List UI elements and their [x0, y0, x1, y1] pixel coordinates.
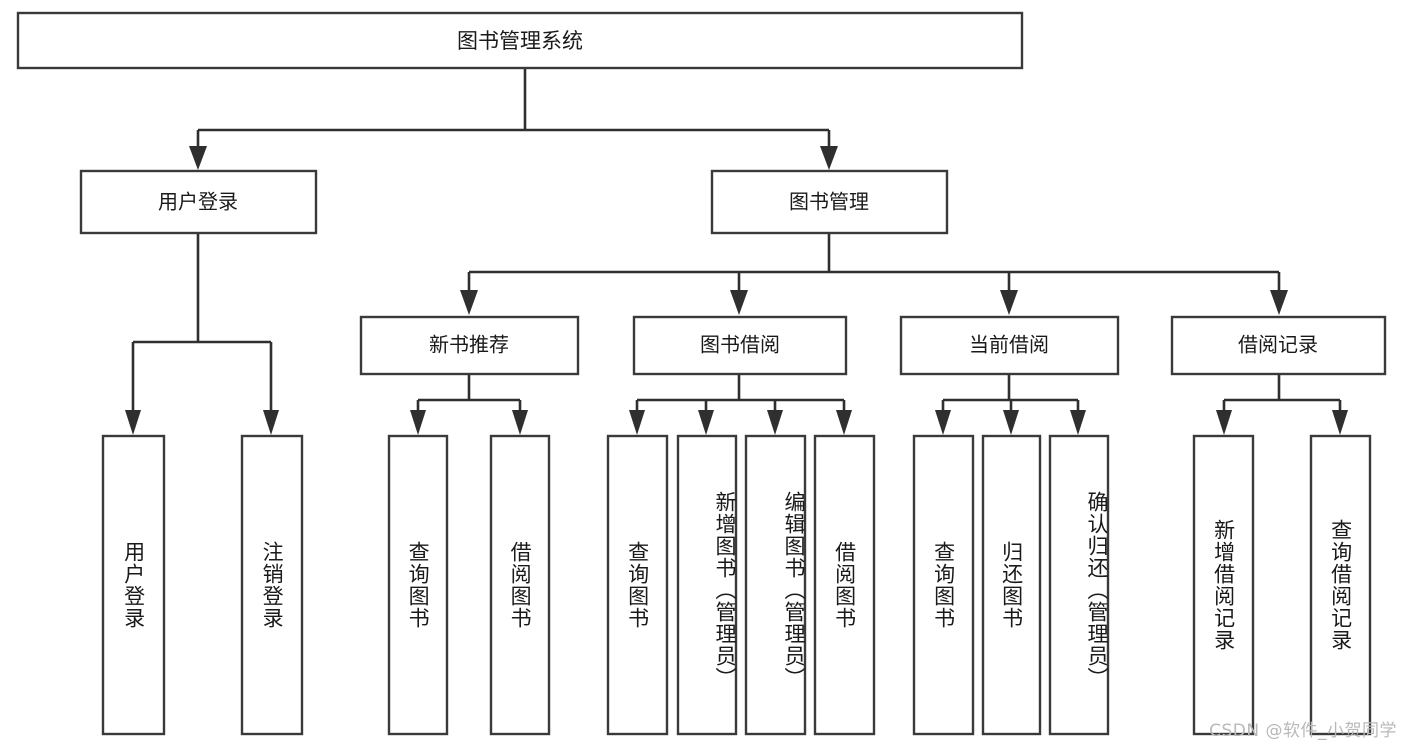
arrow-head-leaf-query-record: [1332, 410, 1348, 435]
node-current-borrow[interactable]: 当前借阅: [899, 315, 1120, 376]
node-leaf-user-login-box[interactable]: [101, 434, 166, 736]
node-leaf-borrow-book-1-box[interactable]: [489, 434, 551, 736]
arrow-head-leaf-user-login: [125, 410, 141, 435]
node-user-login[interactable]: 用户登录: [79, 169, 318, 235]
node-book-manage[interactable]: 图书管理: [710, 169, 949, 235]
arrow-head-current-borrow: [1000, 290, 1018, 315]
node-borrow-record-box[interactable]: [1170, 315, 1387, 376]
connector-group-user-login: [125, 233, 279, 435]
node-leaf-edit-book-box[interactable]: [744, 434, 807, 736]
arrow-head-leaf-return-book: [1003, 410, 1019, 435]
node-leaf-query-book-3-box[interactable]: [912, 434, 975, 736]
node-book-borrow-label: 图书借阅: [700, 333, 780, 357]
node-user-login-box[interactable]: [79, 169, 318, 235]
node-borrow-record[interactable]: 借阅记录: [1170, 315, 1387, 376]
arrow-head-book-manage: [820, 146, 838, 170]
connector-group-borrow-record: [1216, 374, 1348, 435]
node-leaf-query-record-box[interactable]: [1309, 434, 1372, 736]
arrow-head-book-borrow: [730, 290, 748, 315]
node-leaf-confirm-return-box[interactable]: [1048, 434, 1110, 736]
node-book-manage-box[interactable]: [710, 169, 949, 235]
node-leaf-query-book-1-box[interactable]: [387, 434, 449, 736]
node-new-book-rec-box[interactable]: [359, 315, 580, 376]
node-user-login-label: 用户登录: [158, 190, 238, 214]
node-leaf-borrow-book-2-box[interactable]: [813, 434, 876, 736]
connector-group-book-borrow: [629, 374, 852, 435]
node-new-book-rec-label: 新书推荐: [429, 333, 509, 357]
arrow-head-leaf-borrow-book-1: [512, 410, 528, 435]
node-root-box[interactable]: [16, 11, 1024, 70]
node-current-borrow-box[interactable]: [899, 315, 1120, 376]
arrow-head-new-book-rec: [460, 290, 478, 315]
arrow-head-leaf-add-book: [698, 410, 714, 435]
arrow-head-leaf-query-book-2: [629, 410, 645, 435]
connector-group-new-book-rec: [410, 374, 528, 435]
arrow-head-user-login: [189, 146, 207, 170]
node-root[interactable]: 图书管理系统: [16, 11, 1024, 70]
node-new-book-rec[interactable]: 新书推荐: [359, 315, 580, 376]
node-current-borrow-label: 当前借阅: [969, 333, 1049, 357]
connector-group-root: [189, 68, 838, 170]
node-leaf-add-book-box[interactable]: [676, 434, 738, 736]
node-borrow-record-label: 借阅记录: [1238, 333, 1318, 357]
arrow-head-leaf-query-book-3: [935, 410, 951, 435]
node-book-borrow-box[interactable]: [632, 315, 848, 376]
csdn-watermark: CSDN @软件_小贺同学: [1209, 721, 1397, 741]
node-book-borrow[interactable]: 图书借阅: [632, 315, 848, 376]
arrow-head-leaf-confirm-return: [1070, 410, 1086, 435]
arrow-head-borrow-record: [1270, 290, 1288, 315]
node-leaf-add-record-box[interactable]: [1192, 434, 1255, 736]
node-leaf-logout-box[interactable]: [240, 434, 304, 736]
arrow-head-leaf-borrow-book-2: [836, 410, 852, 435]
arrow-head-leaf-logout: [263, 410, 279, 435]
arrow-head-leaf-add-record: [1216, 410, 1232, 435]
node-leaf-return-book-box[interactable]: [981, 434, 1042, 736]
node-book-manage-label: 图书管理: [789, 190, 869, 214]
arrow-head-leaf-edit-book: [767, 410, 783, 435]
connector-group-book-manage: [460, 233, 1288, 315]
node-root-label: 图书管理系统: [457, 29, 583, 53]
connector-group-current-borrow: [935, 374, 1086, 435]
arrow-head-leaf-query-book-1: [410, 410, 426, 435]
node-leaf-query-book-2-box[interactable]: [606, 434, 669, 736]
